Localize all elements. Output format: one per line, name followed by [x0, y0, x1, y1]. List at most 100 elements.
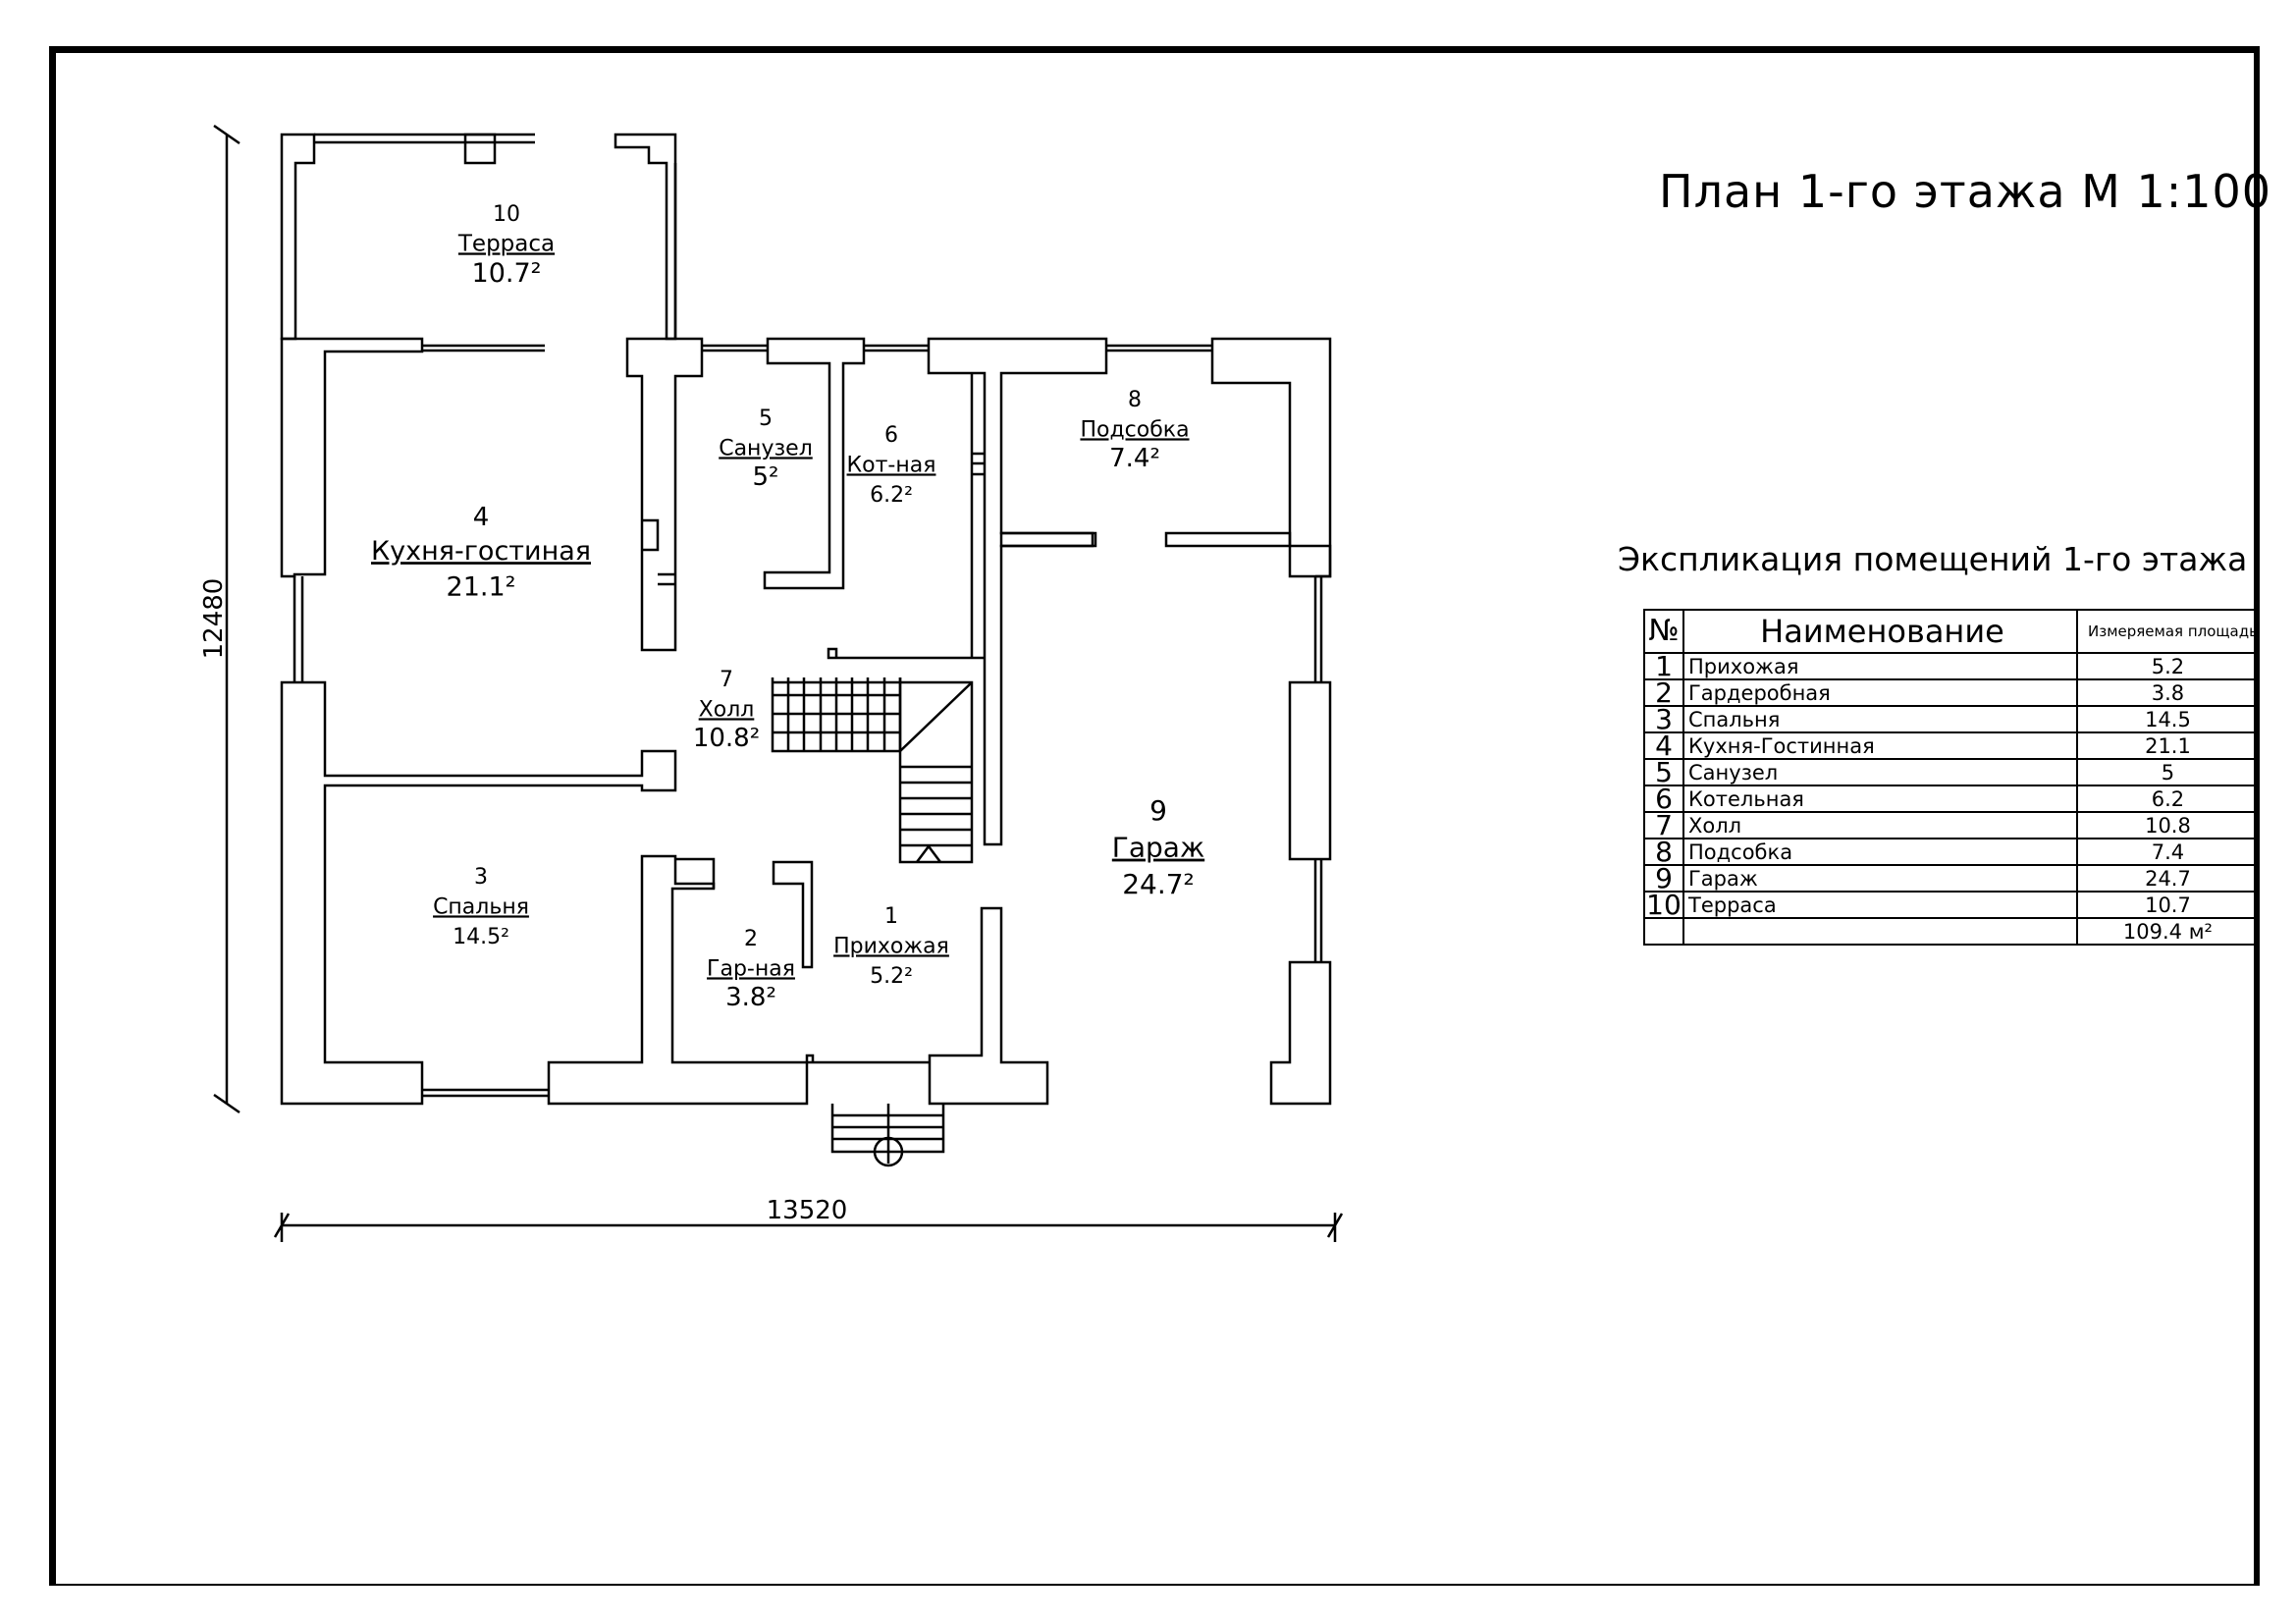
wall	[625, 337, 704, 652]
drawing-title: План 1-го этажа М 1:100	[1659, 165, 2272, 218]
room-name: Гараж	[1112, 832, 1204, 864]
row-area: 10.8	[2076, 811, 2260, 839]
room-area: 21.1²	[447, 572, 516, 603]
room-area: 7.4²	[1109, 444, 1160, 473]
room-number: 7	[720, 668, 733, 692]
table-row: 3 Спальня 14.5	[1643, 705, 2260, 733]
room-number: 5	[759, 406, 773, 431]
row-num: 3	[1643, 705, 1684, 733]
table-row: 10 Терраса 10.7	[1643, 891, 2260, 919]
wall	[1290, 544, 1332, 578]
row-name: Кухня-Гостинная	[1682, 731, 2078, 760]
stair	[771, 677, 974, 864]
row-name: Гараж	[1682, 864, 2078, 893]
row-name: Прихожая	[1682, 652, 2078, 680]
row-name: Подсобка	[1682, 838, 2078, 866]
table-row: 5 Санузел 5	[1643, 758, 2260, 786]
table-total-row: 109.4 м²	[1643, 917, 2260, 946]
room-name: Подсобка	[1080, 417, 1189, 442]
wall	[1164, 531, 1292, 548]
row-name: Котельная	[1682, 785, 2078, 813]
entry-marker	[873, 1136, 904, 1167]
table-row: 4 Кухня-Гостинная 21.1	[1643, 731, 2260, 760]
window	[1106, 344, 1212, 352]
total-area: 109.4 м²	[2076, 917, 2260, 946]
room-number: 4	[473, 503, 490, 532]
room-area: 5²	[753, 462, 779, 492]
room-area: 3.8²	[725, 983, 776, 1012]
row-area: 10.7	[2076, 891, 2260, 919]
row-num: 6	[1643, 785, 1684, 813]
room-name: Терраса	[457, 231, 555, 256]
room-area: 14.5²	[453, 925, 509, 949]
room-area: 10.7²	[472, 258, 542, 289]
wall	[772, 860, 814, 969]
room-area: 5.2²	[870, 964, 913, 989]
table-header-row: № Наименование Измеряемая площадь	[1643, 609, 2260, 654]
dim-tick	[273, 1213, 1344, 1242]
wall	[280, 133, 316, 341]
table-row: 8 Подсобка 7.4	[1643, 838, 2260, 866]
stair-treads	[773, 677, 973, 863]
explication-table: № Наименование Измеряемая площадь 1 Прих…	[1643, 609, 2260, 946]
table-row: 6 Котельная 6.2	[1643, 785, 2260, 813]
wall	[827, 337, 1108, 846]
window	[422, 344, 545, 352]
window	[864, 344, 929, 352]
table-row: 2 Гардеробная 3.8	[1643, 678, 2260, 707]
dim-width-label: 13520	[767, 1196, 848, 1225]
row-name: Холл	[1682, 811, 2078, 839]
row-name: Гардеробная	[1682, 678, 2078, 707]
row-area: 5	[2076, 758, 2260, 786]
table-row: 1 Прихожая 5.2	[1643, 652, 2260, 680]
row-name: Спальня	[1682, 705, 2078, 733]
room-labels: 10Терраса10.7²4Кухня-гостиная21.1²5Сануз…	[371, 202, 1204, 1012]
room-number: 1	[884, 904, 898, 929]
window	[1313, 859, 1323, 962]
header-num: №	[1643, 609, 1684, 654]
room-number: 3	[474, 865, 488, 890]
window	[422, 1088, 549, 1098]
row-num: 9	[1643, 864, 1684, 893]
row-num: 1	[1643, 652, 1684, 680]
row-area: 5.2	[2076, 652, 2260, 680]
row-num: 5	[1643, 758, 1684, 786]
wall	[280, 337, 424, 578]
table-row: 9 Гараж 24.7	[1643, 864, 2260, 893]
wall	[547, 854, 1049, 1106]
row-area: 21.1	[2076, 731, 2260, 760]
window	[1313, 576, 1323, 682]
row-area: 7.4	[2076, 838, 2260, 866]
dim-height-label: 12480	[199, 578, 229, 660]
row-area: 6.2	[2076, 785, 2260, 813]
wall	[614, 133, 677, 341]
wall	[675, 857, 716, 889]
room-name: Холл	[699, 697, 755, 722]
row-area: 14.5	[2076, 705, 2260, 733]
header-name: Наименование	[1682, 609, 2078, 654]
room-number: 8	[1128, 388, 1142, 412]
dim-tick	[213, 124, 240, 1114]
row-name: Санузел	[1682, 758, 2078, 786]
window	[702, 344, 768, 352]
room-name: Кухня-гостиная	[371, 536, 591, 567]
wall-niche	[642, 518, 675, 586]
row-area: 3.8	[2076, 678, 2260, 707]
total-num	[1643, 917, 1684, 946]
wall	[1210, 337, 1332, 578]
wall	[763, 337, 866, 590]
row-num: 7	[1643, 811, 1684, 839]
row-num: 8	[1643, 838, 1684, 866]
row-num: 4	[1643, 731, 1684, 760]
wall	[1288, 680, 1332, 861]
terrace-rail	[314, 133, 677, 339]
